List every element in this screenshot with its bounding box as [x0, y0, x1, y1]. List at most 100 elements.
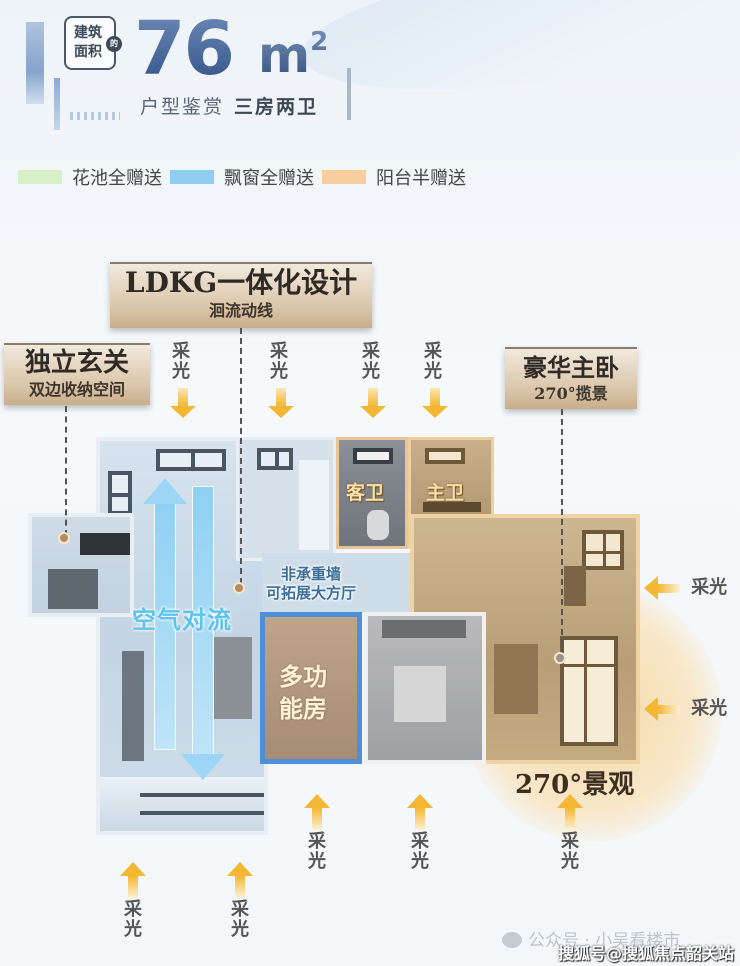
page-subtitle: 户型鉴赏三房两卫 — [140, 92, 318, 119]
light-label: 采光 — [270, 341, 288, 382]
light-label: 采光 — [691, 697, 728, 719]
callout-master-bedroom: 豪华主卧 270°揽景 — [505, 347, 637, 409]
light-arrow-down-icon — [360, 406, 386, 418]
sofa — [208, 637, 252, 719]
light-arrow-shaft — [178, 388, 188, 406]
light-arrow-down-icon — [422, 406, 448, 418]
light-label: 采光 — [362, 341, 380, 382]
decor-bar — [347, 68, 351, 120]
light-arrow-shaft — [430, 388, 440, 406]
legend-swatch-bay-window — [170, 170, 214, 184]
area-badge-line2: 面积 — [74, 44, 102, 60]
light-label: 采光 — [691, 576, 728, 598]
light-marker-right: 采光 — [644, 576, 727, 600]
light-arrow-down-icon — [170, 406, 196, 418]
area-unit-power: 2 — [310, 27, 329, 57]
watermark-wechat: 公众号 · 小吴看楼市 — [502, 926, 680, 951]
light-label: 采光 — [172, 341, 190, 382]
counter — [299, 460, 329, 550]
room-entry-foyer — [28, 513, 134, 617]
legend: 花池全赠送 飘窗全赠送 阳台半赠送 — [18, 164, 474, 190]
window-icon — [560, 636, 618, 746]
skylight-icon — [425, 448, 465, 464]
watermark-text: 公众号 · 小吴看楼市 — [528, 931, 681, 951]
room-label: 多功 能房 — [279, 661, 327, 725]
wechat-icon — [502, 932, 522, 948]
light-label: 采光 — [124, 899, 142, 940]
callout-title: LDKG一体化设计 — [124, 266, 358, 299]
light-arrow-shaft — [276, 388, 286, 406]
callout-ldkg: LDKG一体化设计 洄流动线 — [110, 262, 372, 328]
room-guest-bathroom — [336, 437, 408, 549]
light-arrow-up-icon — [120, 862, 146, 876]
light-marker-bottom: 采光 — [227, 862, 253, 940]
shoe-cabinet — [80, 533, 130, 555]
light-arrow-left-icon — [644, 576, 658, 600]
light-arrow-up-icon — [407, 794, 433, 808]
decor-bar — [26, 22, 44, 104]
cabinet — [122, 651, 144, 761]
callout-title: 豪华主卧 — [523, 353, 619, 382]
light-arrow-left-icon — [644, 697, 658, 721]
window-icon — [582, 530, 624, 570]
corridor — [262, 553, 412, 613]
light-marker-bottom: 采光 — [304, 794, 330, 872]
light-marker-top: 采光 — [422, 342, 448, 418]
subtitle-right: 三房两卫 — [234, 96, 319, 118]
area-value: 76 — [134, 6, 235, 92]
light-arrow-up-icon — [304, 794, 330, 808]
leader-line — [65, 406, 67, 536]
window-icon — [108, 471, 132, 515]
vanity — [423, 502, 481, 512]
subtitle-left: 户型鉴赏 — [140, 96, 225, 118]
legend-label: 阳台半赠送 — [376, 168, 466, 189]
window-icon — [156, 449, 226, 471]
light-marker-right: 采光 — [644, 697, 727, 721]
light-arrow-shaft — [658, 704, 680, 714]
marker-dot — [233, 582, 245, 594]
callout-subtitle: 270°揽景 — [534, 384, 608, 403]
airflow-arrow-up-icon — [143, 478, 187, 504]
light-arrow-shaft — [312, 808, 322, 830]
callout-foyer: 独立玄关 双边收纳空间 — [4, 343, 150, 405]
area-badge-suffix: 的 — [106, 36, 122, 52]
shadow-bar — [140, 811, 264, 815]
leader-line — [561, 409, 563, 655]
marker-dot — [554, 652, 566, 664]
legend-item: 阳台半赠送 — [322, 164, 466, 190]
light-marker-top: 采光 — [170, 342, 196, 418]
toilet — [367, 510, 389, 540]
balcony-floor — [100, 777, 264, 831]
room-kitchen — [236, 437, 336, 561]
leader-line — [240, 328, 242, 584]
light-arrow-shaft — [565, 808, 575, 830]
legend-label: 花池全赠送 — [72, 168, 162, 189]
storage — [48, 569, 98, 609]
legend-item: 花池全赠送 — [18, 164, 162, 190]
room-label-line: 能房 — [279, 695, 327, 723]
light-marker-bottom: 采光 — [557, 794, 583, 872]
light-arrow-down-icon — [268, 406, 294, 418]
light-marker-top: 采光 — [268, 342, 294, 418]
light-arrow-shaft — [128, 876, 138, 898]
light-arrow-shaft — [658, 583, 680, 593]
window-icon — [257, 448, 293, 470]
wall-note: 非承重墙 可拓展大方厅 — [266, 565, 356, 603]
light-arrow-up-icon — [557, 794, 583, 808]
room-multi-function: 多功 能房 — [260, 612, 362, 764]
watermark-sohu: 搜狐号@搜狐焦点韶关站 — [558, 944, 735, 963]
light-marker-bottom: 采光 — [120, 862, 146, 940]
callout-title: 独立玄关 — [24, 348, 129, 378]
decor-bar — [54, 78, 60, 130]
area-badge: 建筑 面积 的 — [64, 16, 122, 70]
decor-dots — [70, 112, 120, 120]
room-label-guest-bathroom: 客卫 — [346, 482, 385, 504]
area-badge-line1: 建筑 — [74, 25, 102, 41]
light-arrow-shaft — [235, 876, 245, 898]
room-label-line: 多功 — [279, 663, 327, 691]
callout-subtitle: 双边收纳空间 — [28, 380, 125, 399]
area-unit: m2 — [258, 26, 328, 84]
marker-dot — [58, 532, 70, 544]
legend-swatch-flowerbed — [18, 170, 62, 184]
callout-subtitle: 洄流动线 — [208, 301, 273, 320]
